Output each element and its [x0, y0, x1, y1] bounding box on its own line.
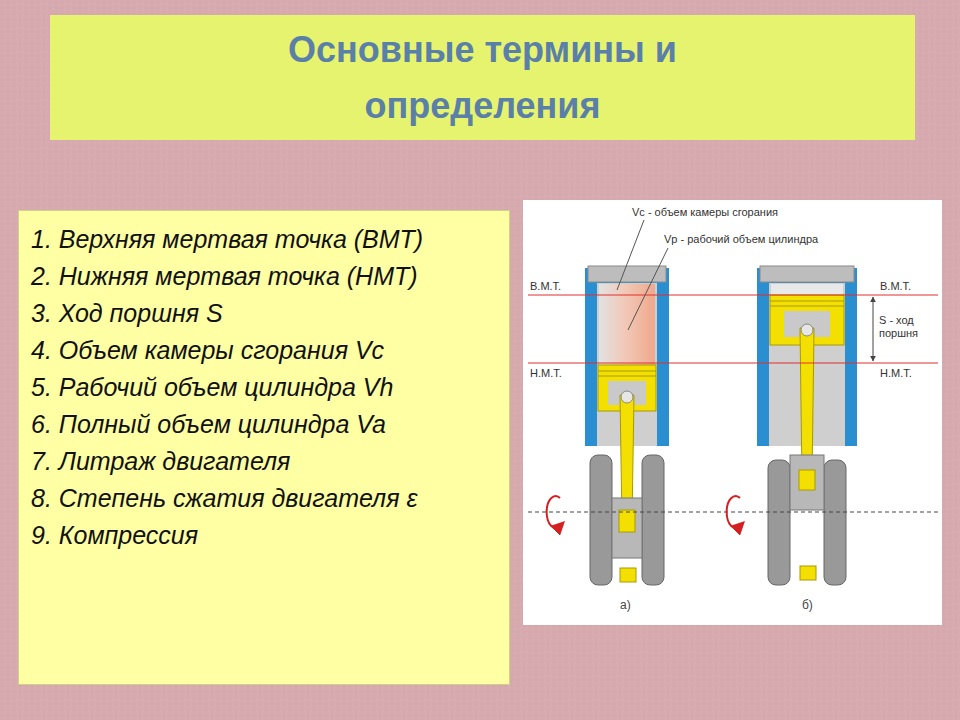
term-item: 9. Компрессия	[31, 517, 499, 554]
diagram-label: Vc - объем камеры сгорания	[632, 206, 778, 219]
diagram-label: б)	[802, 599, 813, 612]
diagram-label: S - ход поршня	[879, 314, 937, 340]
diagram-label: Н.М.Т.	[530, 367, 562, 380]
terms-panel: 1. Верхняя мертвая точка (ВМТ)2. Нижняя …	[18, 210, 510, 685]
term-item: 4. Объем камеры сгорания Vc	[31, 332, 499, 369]
title-band: Основные термины и определения	[50, 15, 915, 140]
term-item: 6. Полный объем цилиндра Va	[31, 406, 499, 443]
term-item: 3. Ход поршня S	[31, 295, 499, 332]
term-item: 5. Рабочий объем цилиндра Vh	[31, 369, 499, 406]
diagram-label: Н.М.Т.	[880, 367, 912, 380]
diagram-label: В.М.Т.	[880, 280, 911, 293]
diagram-label: В.М.Т.	[530, 280, 561, 293]
diagram-label: а)	[620, 599, 631, 612]
term-item: 1. Верхняя мертвая точка (ВМТ)	[31, 221, 499, 258]
term-item: 2. Нижняя мертвая точка (НМТ)	[31, 258, 499, 295]
term-item: 8. Степень сжатия двигателя ε	[31, 480, 499, 517]
term-item: 7. Литраж двигателя	[31, 443, 499, 480]
slide-title: Основные термины и определения	[213, 22, 753, 134]
diagram-label: Vр - рабочий объем цилиндра	[664, 233, 818, 246]
